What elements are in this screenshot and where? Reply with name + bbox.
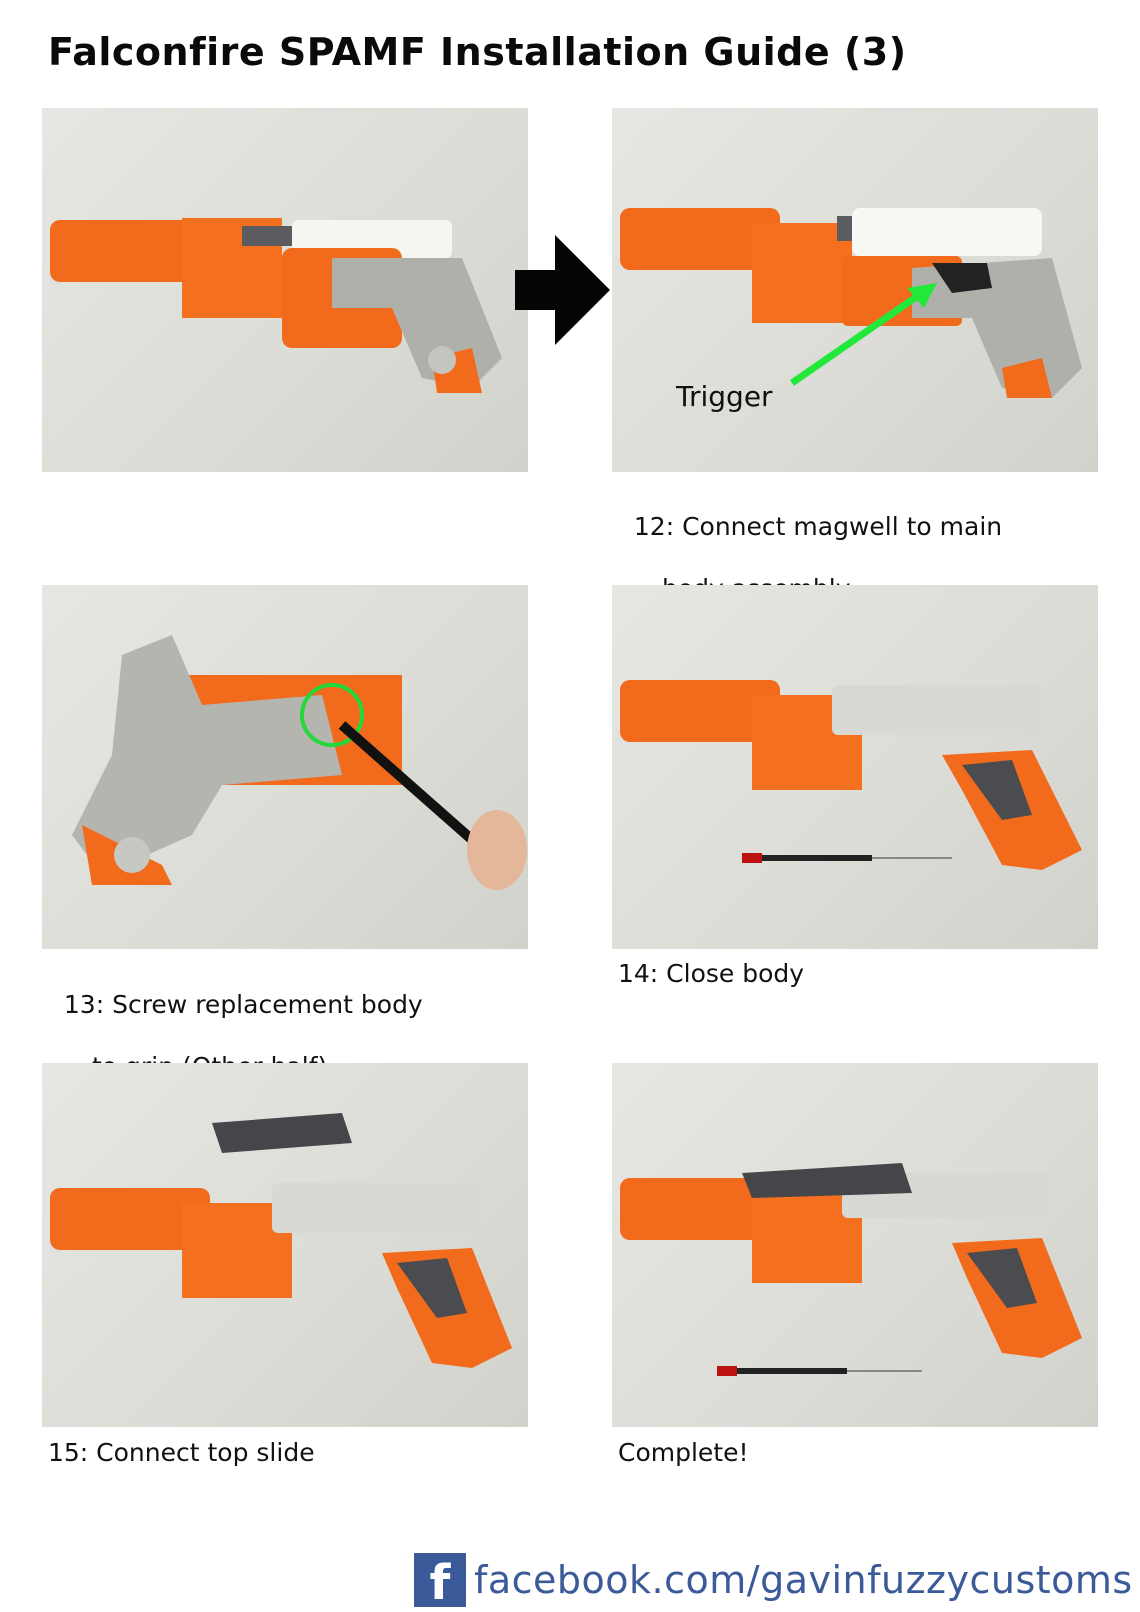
facebook-icon: f <box>414 1553 466 1607</box>
caption-line: 12: Connect magwell to main <box>633 512 1003 541</box>
facebook-link[interactable]: f facebook.com/gavinfuzzycustoms <box>414 1553 1133 1607</box>
step-before-photo <box>42 108 528 472</box>
step-14-caption: 14: Close body <box>618 959 805 988</box>
step-15-photo <box>42 1063 528 1427</box>
step-14-photo <box>612 585 1098 949</box>
step-15-caption: 15: Connect top slide <box>48 1438 315 1467</box>
step-complete-photo <box>612 1063 1098 1427</box>
arrow-right-icon <box>515 235 610 345</box>
trigger-annotation: Trigger <box>676 380 773 413</box>
step-12-photo <box>612 108 1098 472</box>
caption-line: 13: Screw replacement body <box>63 990 423 1019</box>
page-title: Falconfire SPAMF Installation Guide (3) <box>48 30 907 74</box>
facebook-url[interactable]: facebook.com/gavinfuzzycustoms <box>474 1558 1133 1602</box>
complete-caption: Complete! <box>618 1438 749 1467</box>
step-13-photo <box>42 585 528 949</box>
